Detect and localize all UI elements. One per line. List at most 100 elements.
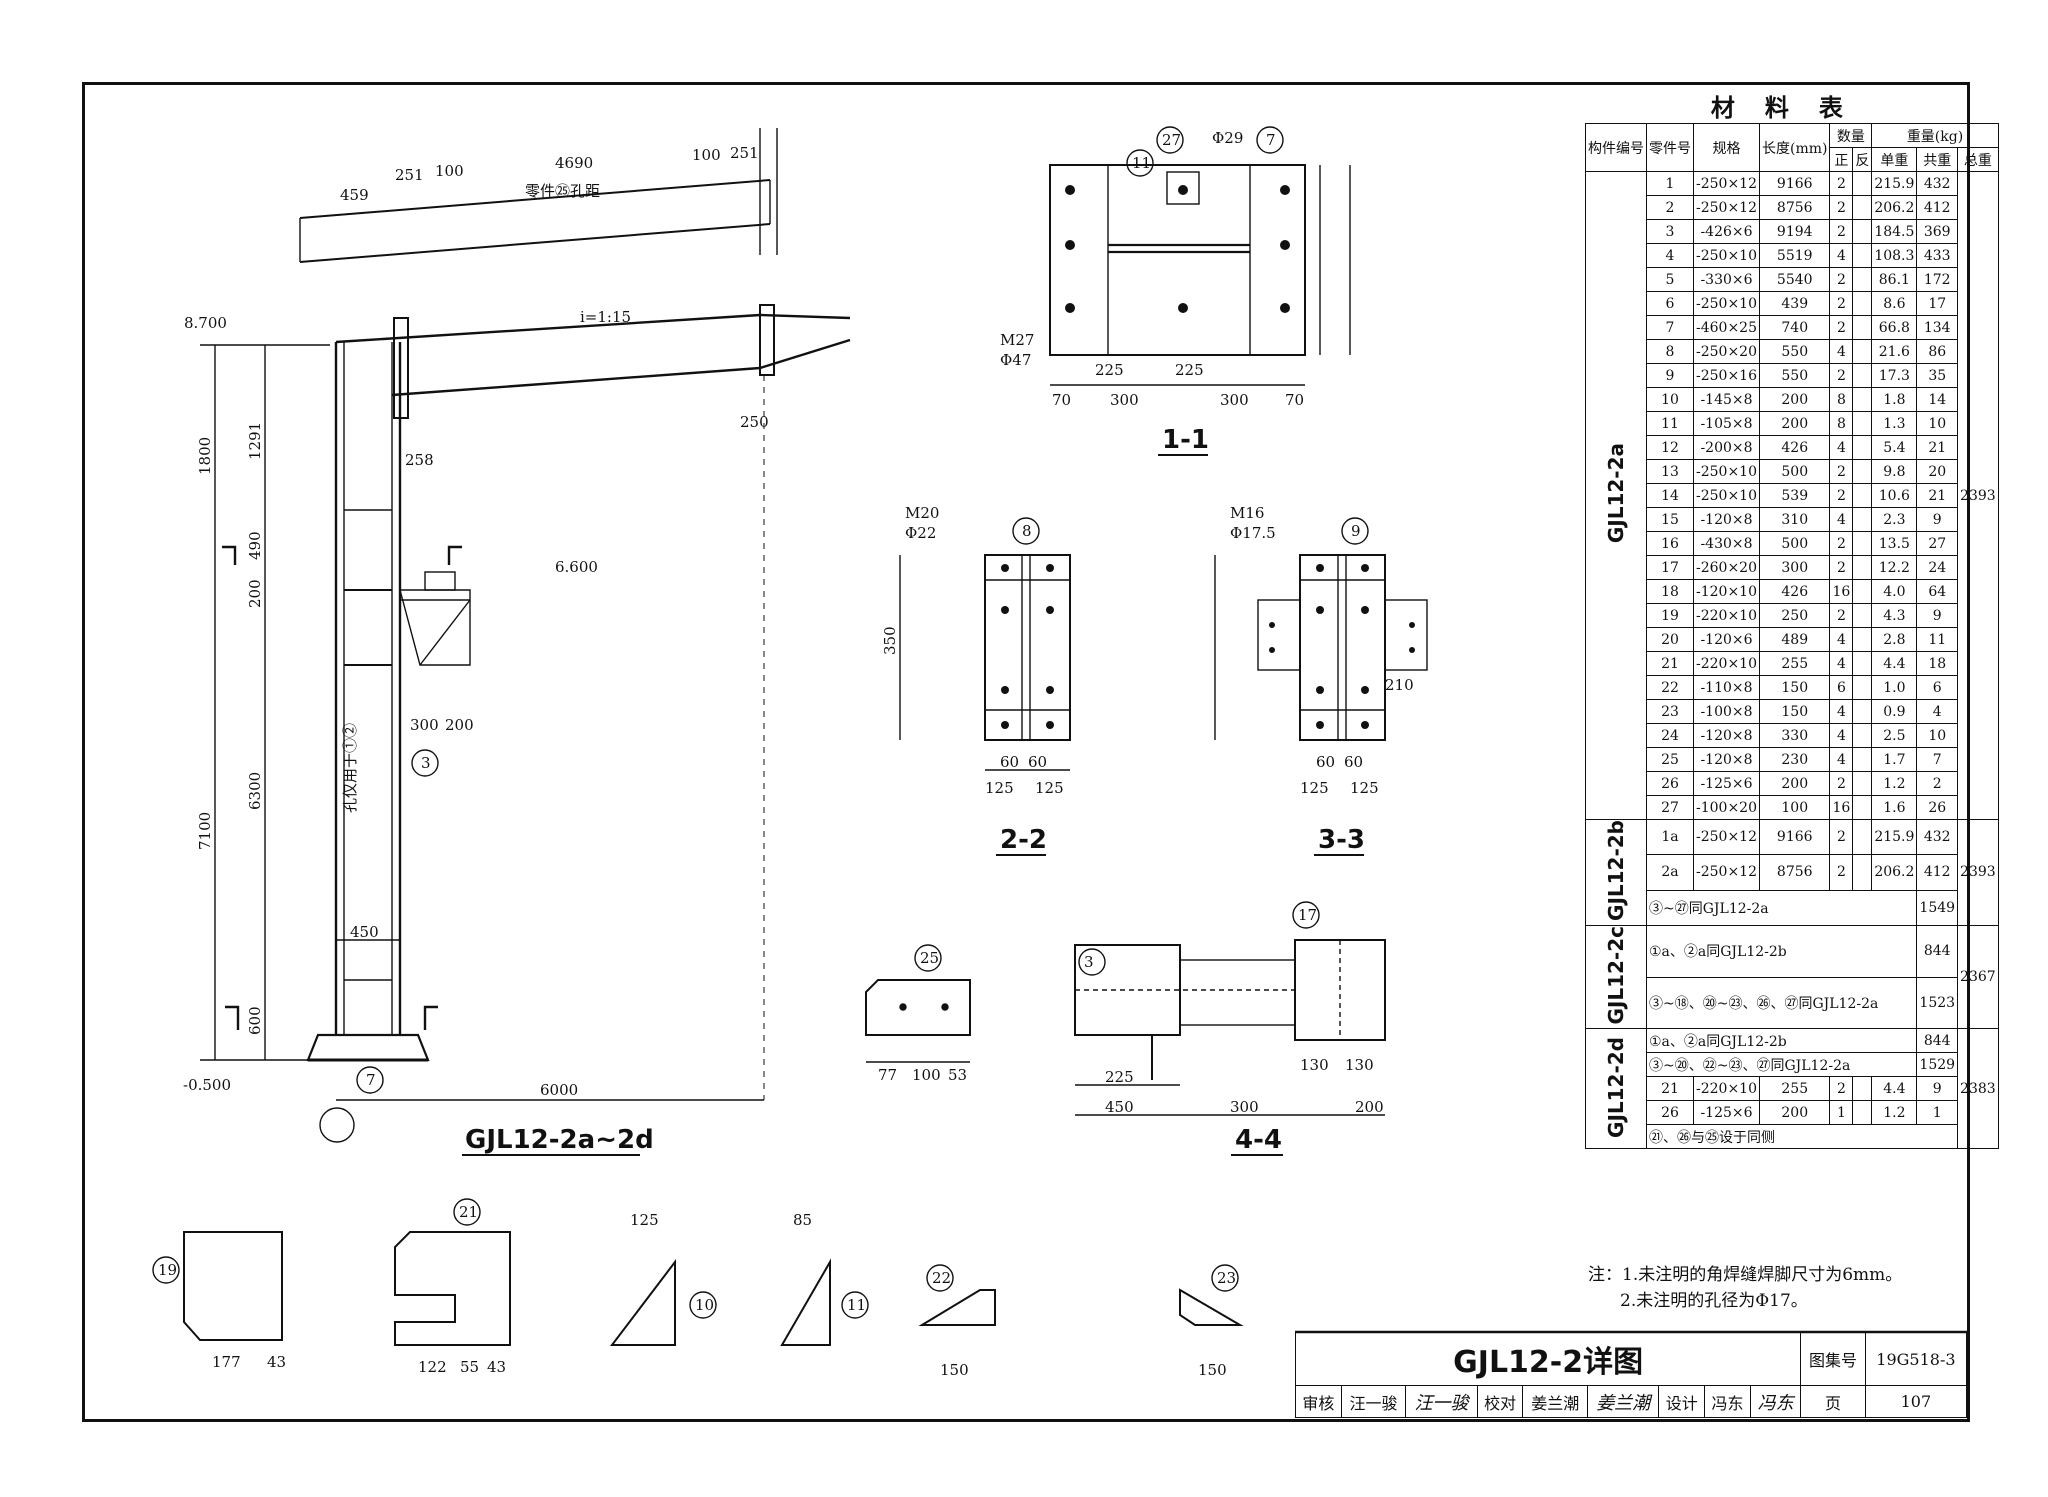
cell-spec: -105×8 [1693, 411, 1760, 436]
cell-qty-pos: 2 [1829, 531, 1854, 556]
s11-hole: Φ47 [1000, 351, 1031, 369]
cell-unit-weight: 13.5 [1871, 531, 1918, 556]
cell-unit-weight: 184.5 [1871, 219, 1918, 244]
cell-part: 12 [1646, 435, 1694, 460]
part-mark-labels: 19 21 10 11 22 23 25 3 11 7 27 8 9 17 7 … [158, 131, 1361, 1314]
cell-qty-neg [1852, 723, 1873, 748]
cell-sum-weight: 1 [1916, 1100, 1959, 1126]
p19-43: 43 [267, 1353, 286, 1371]
cell-unit-weight: 8.6 [1871, 291, 1918, 316]
p11-85: 85 [793, 1211, 812, 1229]
cell-unit-weight: 1.7 [1871, 747, 1918, 772]
cell-spec: -250×20 [1693, 339, 1760, 364]
cell-length: 489 [1758, 627, 1831, 652]
s33-hole: Φ17.5 [1230, 524, 1276, 542]
cell-length: 200 [1758, 1100, 1831, 1126]
cell-qty-pos: 2 [1829, 459, 1854, 484]
cell-qty-neg [1852, 363, 1873, 388]
cell-unit-weight: 17.3 [1871, 363, 1918, 388]
title-4-4: 4-4 [1235, 1125, 1282, 1155]
cell-spec: -120×8 [1693, 747, 1760, 772]
s22-125a: 125 [985, 779, 1014, 797]
cell-qty-neg [1852, 411, 1873, 436]
cell-part: 19 [1646, 603, 1694, 628]
hdr-total: 总重 [1957, 147, 1999, 172]
section-1-1-labels: 225 225 70 300 300 70 M27 Φ47 Φ29 1-1 [1000, 129, 1304, 456]
cell-unit-weight: 1.6 [1871, 795, 1918, 820]
cell-unit-weight: 10.6 [1871, 483, 1918, 508]
cell-spec: -100×8 [1693, 699, 1760, 724]
cell-unit-weight: 2.5 [1871, 723, 1918, 748]
cell-sum-weight: 433 [1916, 243, 1959, 268]
mark-21: 21 [459, 1203, 478, 1221]
cell-unit-weight: 9.8 [1871, 459, 1918, 484]
group-label: GJL12-2d [1585, 1028, 1647, 1150]
cell-part: 21 [1646, 1076, 1694, 1102]
hdr-length: 长度(mm) [1758, 123, 1831, 172]
cell-unit-weight: 2.8 [1871, 627, 1918, 652]
s44-300: 300 [1230, 1098, 1259, 1116]
dim-200b: 200 [445, 716, 474, 734]
group-name: GJL12-2c [1604, 925, 1628, 1025]
cell-spec: -145×8 [1693, 387, 1760, 412]
cell-qty-pos: 2 [1829, 854, 1854, 891]
section-1-1-bolts [1065, 185, 1290, 313]
designer: 冯东 [1704, 1385, 1751, 1418]
cell-qty-pos: 2 [1829, 171, 1854, 196]
cell-part: 22 [1646, 675, 1694, 700]
mark-7: 7 [1266, 131, 1276, 149]
cell-spec: -430×8 [1693, 531, 1760, 556]
mark-25: 25 [920, 949, 939, 967]
drawing-title: GJL12-2详图 [1294, 1332, 1802, 1386]
cell-part: 5 [1646, 267, 1694, 292]
title-1-1: 1-1 [1162, 425, 1209, 455]
cell-sum-weight: 432 [1916, 818, 1959, 856]
cell-unit-weight: 1.2 [1871, 771, 1918, 796]
table-row: ㉑、㉖与㉕设于同侧 [1586, 1124, 1999, 1150]
cell-spec: -250×10 [1693, 483, 1760, 508]
cell-unit-weight: 1.8 [1871, 387, 1918, 412]
cell-sum-weight: 14 [1916, 387, 1959, 412]
s44-130a: 130 [1300, 1056, 1329, 1074]
cell-spec: -460×25 [1693, 315, 1760, 340]
hole-note: 零件㉕孔距 [525, 182, 600, 200]
cell-qty-neg [1852, 219, 1873, 244]
cell-sum-weight: 844 [1916, 1028, 1959, 1054]
dim-100b: 100 [692, 146, 721, 164]
title-2-2: 2-2 [1000, 825, 1047, 855]
notes: 注：1.未注明的角焊缝焊脚尺寸为6mm。 2.未注明的孔径为Φ17。 [1588, 1262, 1902, 1314]
main-title: GJL12-2a~2d [465, 1125, 654, 1155]
cell-spec: -250×12 [1693, 171, 1760, 196]
s11-dim-70b: 70 [1285, 391, 1304, 409]
cell-part: 11 [1646, 411, 1694, 436]
dim-251b: 251 [730, 144, 759, 162]
cell-length: 310 [1758, 507, 1831, 532]
cell-qty-pos: 2 [1829, 291, 1854, 316]
cell-qty-neg [1852, 483, 1873, 508]
cell-qty-pos: 2 [1829, 818, 1854, 856]
group-total: 2367 [1957, 924, 1999, 1030]
atlas-label: 图集号 [1800, 1332, 1866, 1386]
s11-dim-225a: 225 [1095, 361, 1124, 379]
cell-length: 539 [1758, 483, 1831, 508]
cell-spec: -220×10 [1693, 651, 1760, 676]
s44-130b: 130 [1345, 1056, 1374, 1074]
cell-sum-weight: 412 [1916, 854, 1959, 891]
s22-60b: 60 [1028, 753, 1047, 771]
cell-sum-weight: 27 [1916, 531, 1959, 556]
cell-sum-weight: 17 [1916, 291, 1959, 316]
cell-sum-weight: 2 [1916, 771, 1959, 796]
cell-qty-pos: 4 [1829, 507, 1854, 532]
cell-part: 10 [1646, 387, 1694, 412]
cell-unit-weight: 21.6 [1871, 339, 1918, 364]
cell-qty-neg [1852, 699, 1873, 724]
cell-qty-pos: 2 [1829, 1076, 1854, 1102]
cell-sum-weight: 20 [1916, 459, 1959, 484]
